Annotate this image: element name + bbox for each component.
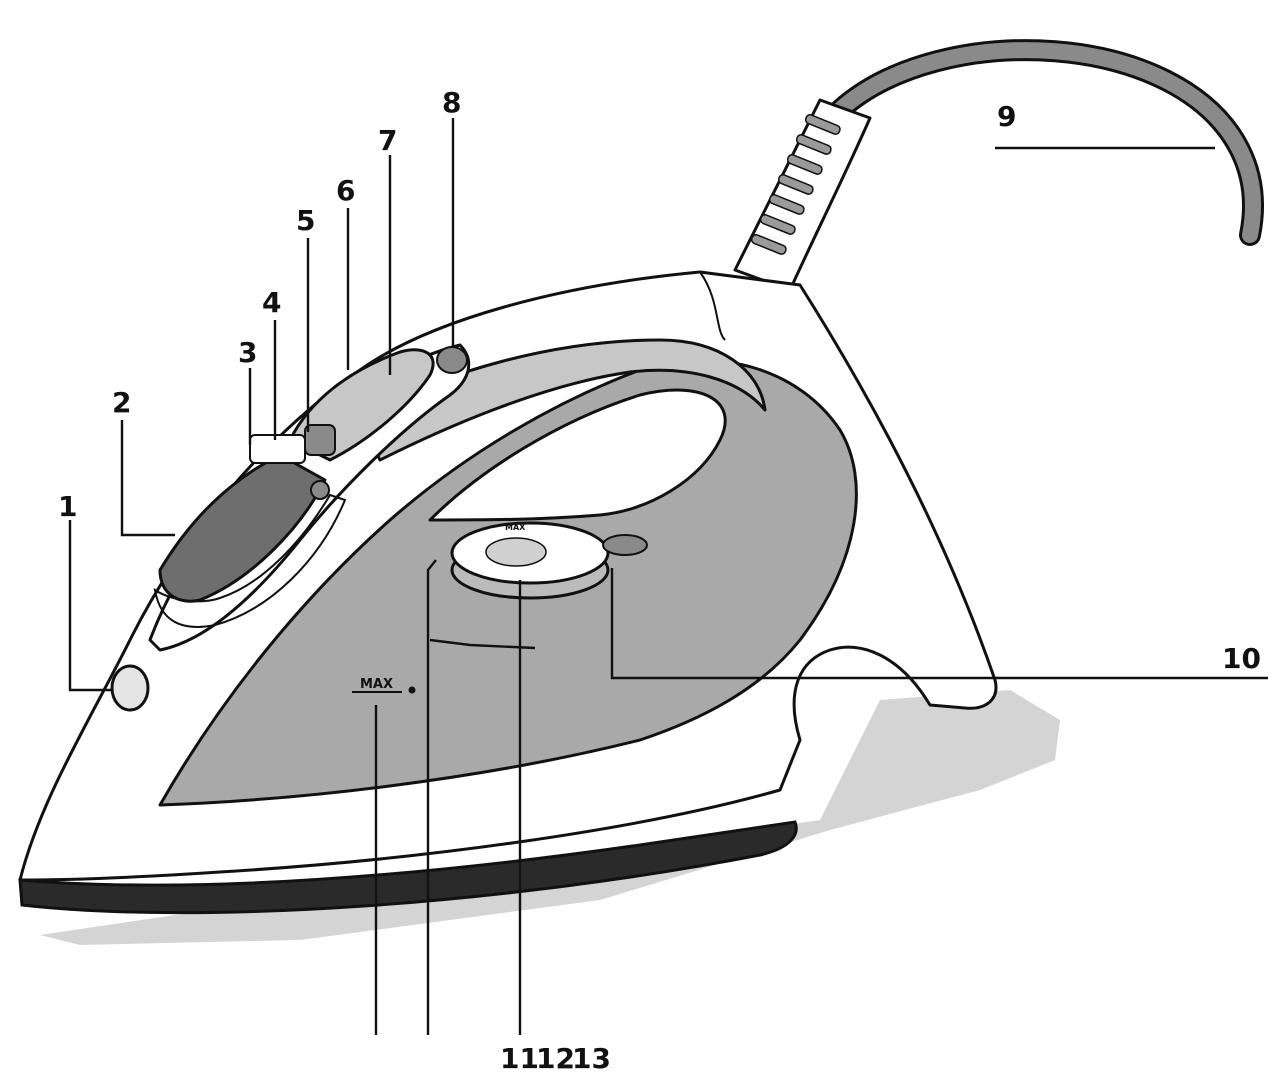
callout-labels: 1 2 3 4 5 6 7 8 9 10 11 12 13 <box>58 86 1261 1074</box>
max-mark-dot <box>408 686 416 694</box>
power-cord <box>829 39 1264 246</box>
spray-button[interactable] <box>249 434 306 464</box>
callout-7: 7 <box>378 124 397 157</box>
cord-strain-relief <box>733 98 872 292</box>
handle-opening <box>428 388 727 522</box>
dial-indicator-slot <box>602 534 648 556</box>
console-bezel <box>153 493 347 628</box>
leader-lines <box>68 118 1268 1035</box>
water-inlet-cap[interactable] <box>110 664 150 712</box>
max-mark-label: MAX <box>360 677 393 692</box>
callout-9: 9 <box>997 100 1016 133</box>
dial-max-text: MAX <box>505 523 526 532</box>
callout-6: 6 <box>336 174 355 207</box>
floor-shadow <box>40 690 1060 945</box>
callout-12: 12 <box>536 1042 575 1074</box>
temperature-dial[interactable]: MAX <box>450 521 610 600</box>
soleplate <box>18 820 798 915</box>
callout-2: 2 <box>112 386 131 419</box>
handle-top <box>358 338 767 462</box>
pivot-dot <box>310 480 330 500</box>
rear-heel <box>699 271 726 341</box>
callout-5: 5 <box>296 204 315 237</box>
callout-1: 1 <box>58 490 77 523</box>
callout-11: 11 <box>500 1042 539 1074</box>
callout-4: 4 <box>262 286 281 319</box>
callout-8: 8 <box>442 86 461 119</box>
callout-10: 10 <box>1222 642 1261 675</box>
callout-3: 3 <box>238 336 257 369</box>
self-clean-button[interactable] <box>436 346 468 374</box>
callout-13: 13 <box>572 1042 611 1074</box>
steam-shot-button[interactable] <box>304 424 336 456</box>
